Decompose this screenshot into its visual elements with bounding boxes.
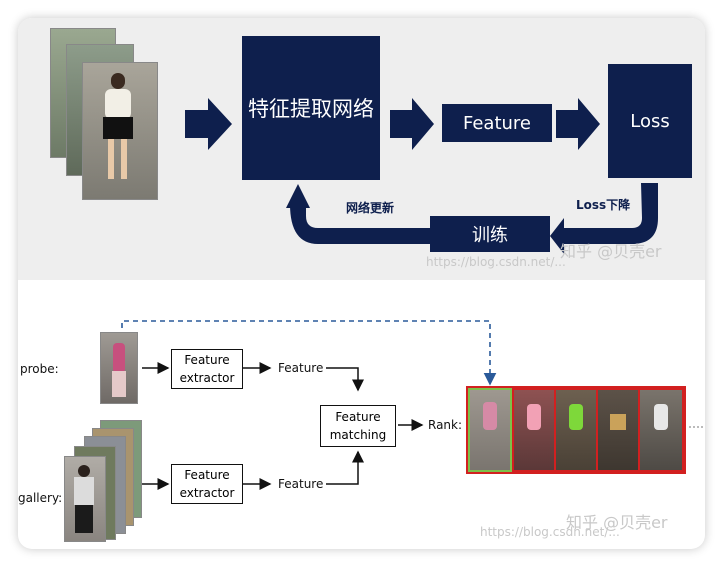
- pipeline-arrows: [185, 98, 658, 254]
- probe-feature-extractor-box: Feature extractor: [171, 349, 243, 389]
- gallery-feature-label: Feature: [278, 477, 324, 491]
- feature-matching-box: Feature matching: [320, 405, 396, 447]
- train-label: 训练: [472, 225, 508, 246]
- figure-card: 特征提取网络 Feature Loss 训练 Loss下降 网络更新 知乎 @贝…: [18, 18, 705, 549]
- rank-result-5: [638, 388, 684, 472]
- watermark-brand: 知乎 @贝壳er: [560, 242, 662, 261]
- watermark-brand: 知乎 @贝壳er: [566, 513, 668, 532]
- extractor-line1: Feature: [184, 353, 230, 367]
- probe-feature-label: Feature: [278, 361, 324, 375]
- person-image: [82, 62, 158, 200]
- update-arrowhead: [286, 184, 310, 208]
- probe-to-rank-dashed-arrow: [121, 320, 497, 386]
- gallery-image: [64, 456, 106, 542]
- watermark-url: https://blog.csdn.net/...: [426, 255, 566, 269]
- watermark-url: https://blog.csdn.net/...: [480, 525, 620, 539]
- probe-label: probe:: [20, 362, 59, 376]
- gallery-feature-extractor-box: Feature extractor: [171, 464, 243, 504]
- extractor-line2: extractor: [179, 486, 235, 500]
- gallery-feature-arrow: [326, 450, 364, 485]
- rank-result-2: [512, 388, 556, 472]
- arrow-to-loss: [556, 98, 600, 150]
- rank-result-1-match: [468, 388, 512, 472]
- training-pipeline-panel: 特征提取网络 Feature Loss 训练 Loss下降 网络更新 知乎 @贝…: [18, 18, 705, 280]
- probe-image: [100, 332, 138, 404]
- extractor-line2: extractor: [179, 371, 235, 385]
- arrow-to-feature: [390, 98, 434, 150]
- network-update-label: 网络更新: [346, 201, 395, 215]
- extractor-line1: Feature: [184, 468, 230, 482]
- matching-arrows: [121, 320, 705, 490]
- update-arrow: [290, 204, 430, 244]
- rank-result-3: [554, 388, 598, 472]
- train-box: 训练: [430, 216, 550, 252]
- rank-result-4: [596, 388, 640, 472]
- loss-box: Loss: [608, 64, 692, 178]
- probe-feature-arrow: [326, 367, 364, 392]
- extract-label: 特征提取网络: [248, 97, 374, 121]
- loss-return-arrow: [564, 183, 658, 244]
- loss-label: Loss: [630, 110, 670, 132]
- matching-line1: Feature: [335, 410, 381, 424]
- rank-label: Rank:: [428, 418, 463, 432]
- feature-label: Feature: [462, 112, 532, 134]
- gallery-label: gallery:: [18, 491, 63, 505]
- matching-line2: matching: [329, 428, 387, 442]
- loss-return-arrowhead: [550, 218, 564, 254]
- loss-drop-label: Loss下降: [576, 198, 631, 212]
- feature-extraction-network-box: 特征提取网络: [242, 36, 380, 180]
- arrow-to-extractor: [185, 98, 232, 150]
- feature-box: Feature: [442, 104, 552, 142]
